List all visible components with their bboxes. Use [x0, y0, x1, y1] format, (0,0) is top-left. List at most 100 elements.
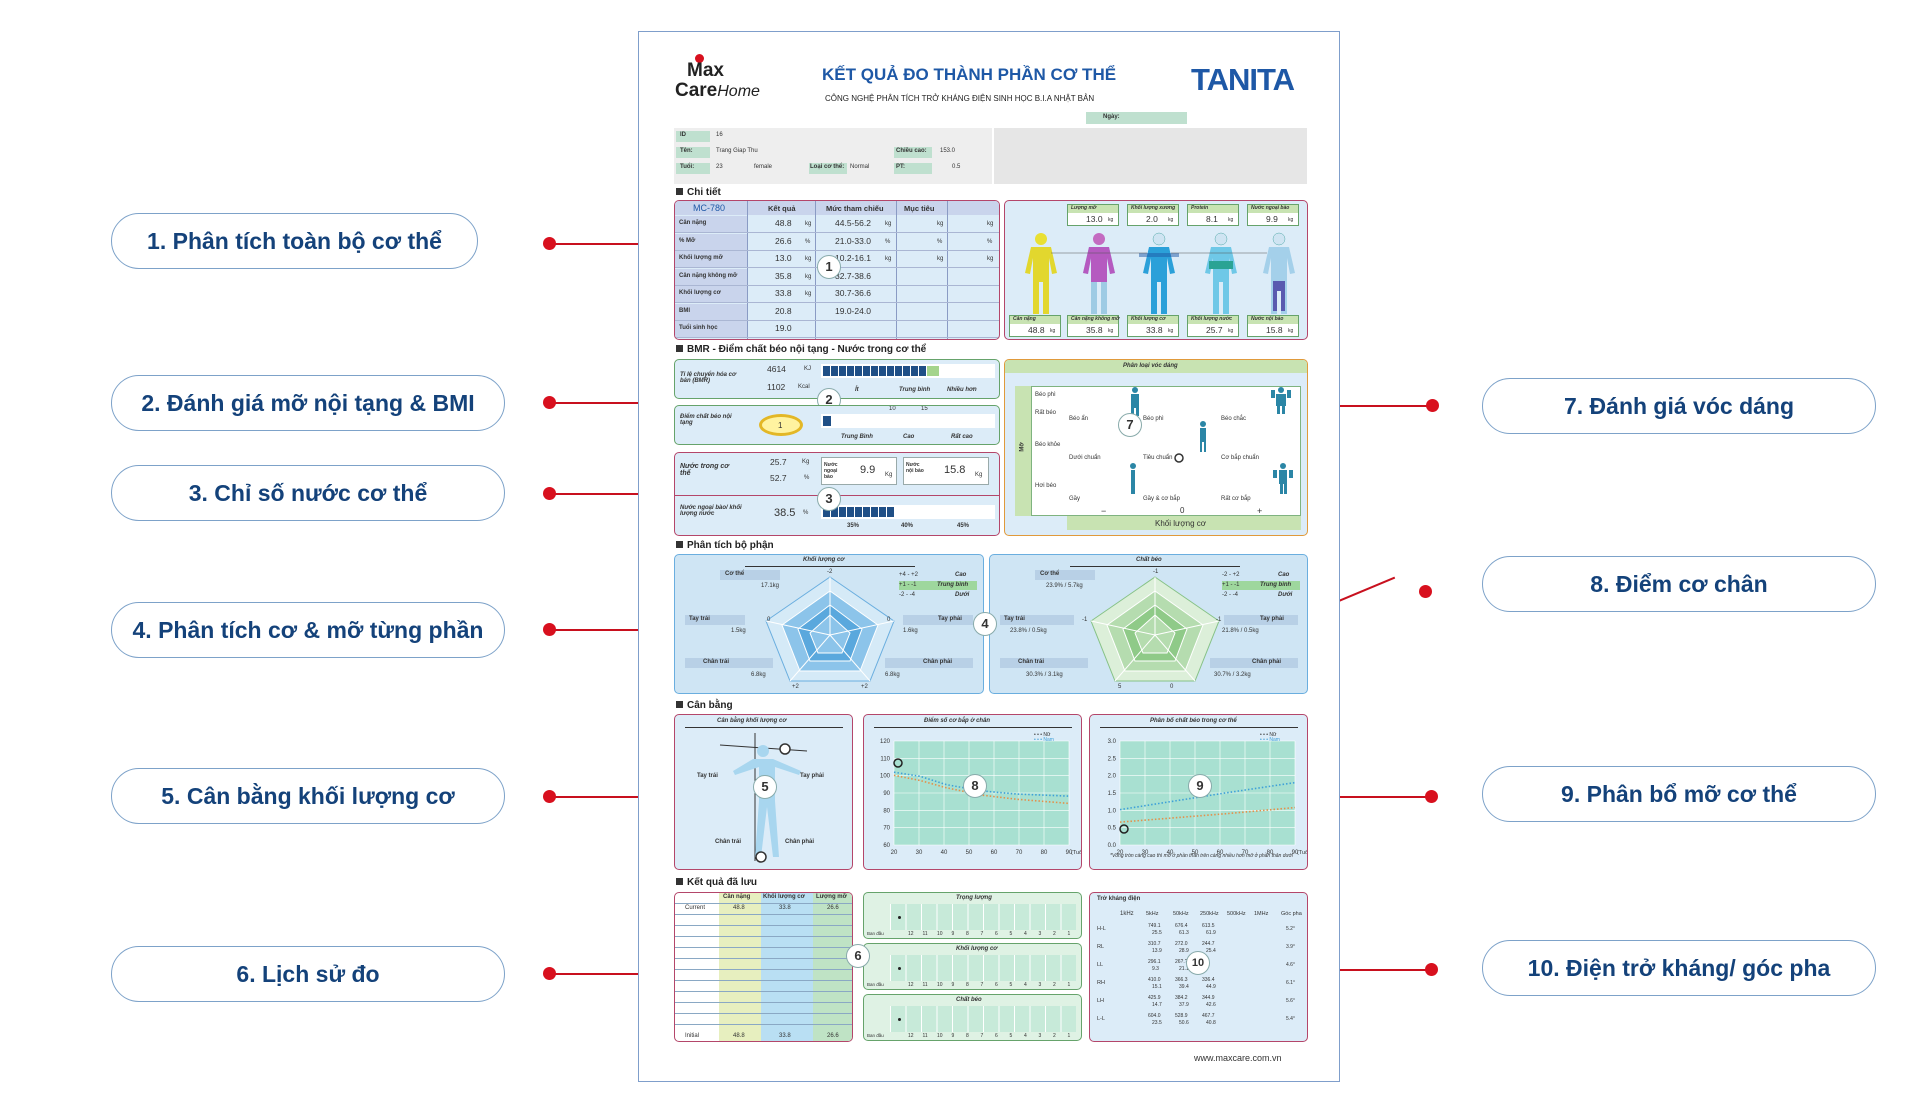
ratio-value: 38.5: [774, 507, 796, 519]
table-row-reference: 30.7-36.6: [835, 288, 871, 298]
impedance-reactance: 39.4: [1179, 984, 1189, 990]
impedance-reactance: 44.9: [1206, 984, 1216, 990]
badge-10: 10: [1186, 951, 1210, 975]
table-row-label: % Mỡ: [679, 237, 696, 244]
table-row-value: 13.0: [775, 253, 792, 263]
female-curve: [1119, 806, 1296, 823]
history-axis-tick: 5: [1009, 982, 1013, 988]
segment-muscle-title: Khối lượng cơ: [803, 557, 845, 563]
connector-dot: [543, 967, 556, 980]
icw-label: Nước nội bào: [906, 462, 924, 474]
gender-value: female: [754, 164, 773, 170]
muscle-right-arm-label: Tay phải: [938, 616, 962, 622]
history-axis-tick: 12: [908, 982, 914, 988]
impedance-phase: 5.4°: [1286, 1016, 1295, 1022]
impedance-value: 244.7: [1202, 941, 1215, 947]
muscle-left-leg-value: 6.8kg: [751, 672, 766, 678]
connector-dot: [543, 396, 556, 409]
height-label: Chiều cao:: [896, 148, 927, 154]
impedance-reactance: 9.3: [1152, 966, 1159, 972]
history-row-line: [675, 1024, 852, 1025]
logo-dot-icon: [695, 54, 704, 63]
ecw-value: 9.9: [860, 464, 876, 476]
figure-thin-icon: [1130, 463, 1136, 494]
history-chart-title: Trọng lượng: [956, 895, 992, 901]
info-box: ID 16 Tên: Trang Giap Thu Tuổi: 23 femal…: [674, 128, 1307, 184]
figure-unit: kg: [1288, 328, 1294, 334]
legend-label: Trung bình: [937, 582, 969, 588]
history-axis-tick: 8: [966, 1033, 969, 1039]
cell-standard-muscle: Cơ bắp chuẩn: [1221, 455, 1259, 461]
muscle-left-arm-label: Tay trái: [689, 616, 710, 622]
cell-very-muscular: Rất cơ bắp: [1221, 496, 1251, 502]
connector-line: [549, 493, 677, 495]
col-divider: [896, 201, 897, 339]
date-label: Ngày:: [1103, 114, 1120, 120]
figure-label: Khối lượng cơ: [1131, 316, 1166, 322]
table-row-value: 19.0: [775, 323, 792, 333]
figure-label-bg: [1248, 316, 1298, 324]
x-unit-label: (Tuổi): [1297, 849, 1308, 856]
bmr-kcal: 1102: [767, 382, 786, 392]
logo-home: Home: [717, 83, 760, 100]
legend-label: Dưới: [1278, 592, 1293, 598]
fat-axis-right: -1: [1216, 617, 1222, 623]
history-row-line: [675, 1013, 852, 1014]
y-tick-label: 0.0: [1108, 843, 1117, 849]
y-tick-label: 120: [880, 739, 891, 745]
history-axis-tick: 12: [908, 931, 914, 937]
ecw-unit: Kg: [885, 472, 893, 478]
female-curve: [893, 774, 1070, 805]
table-row-unit: kg: [805, 291, 812, 297]
logo: Max CareHome: [675, 54, 761, 102]
ratio-tick-40: 40%: [901, 523, 914, 529]
impedance-phase: 4.6°: [1286, 962, 1295, 968]
date-field: Ngày:: [1086, 112, 1187, 124]
history-row-line: [675, 914, 852, 915]
muscle-axis-left: 0: [767, 617, 771, 623]
age-label: Tuổi:: [680, 164, 695, 170]
label-bg: [1224, 615, 1298, 625]
section-history: Kết quả đã lưu: [676, 877, 757, 888]
table-row-extra-unit: kg: [987, 221, 994, 227]
history-axis-tick: 3: [1038, 982, 1042, 988]
figure-unit: kg: [1288, 217, 1294, 223]
visceral-label: Điểm chất béo nội tạng: [680, 414, 732, 426]
table-row-label-bg: [675, 216, 747, 232]
x-tick-label: 30: [1142, 850, 1149, 856]
connector-dot: [543, 487, 556, 500]
row-healthy-fat: Béo khỏe: [1035, 442, 1061, 448]
ratio-unit: %: [803, 510, 809, 516]
label-bg: [1210, 658, 1298, 668]
table-row-line: [675, 302, 999, 303]
leg-score-title: Điểm số cơ bắp ở chân: [924, 718, 991, 724]
segment-muscle-panel: Khối lượng cơ Cơ thể 17.1kg Tay trái 1.5…: [674, 554, 984, 694]
badge-8: 8: [963, 774, 987, 798]
history-axis-tick: 4: [1024, 931, 1027, 937]
muscle-left-arm-value: 1.5kg: [731, 628, 746, 634]
badge-7: 7: [1118, 413, 1142, 437]
figure-label-bg: [1188, 205, 1238, 213]
impedance-reactance: 42.6: [1206, 1002, 1216, 1008]
y-tick-label: 110: [880, 756, 890, 762]
figure-unit: kg: [1050, 328, 1056, 334]
legend-female: • • • Nữ: [1260, 732, 1277, 738]
legend-male: • • • Nam: [1260, 737, 1280, 743]
x-tick-label: 70: [1242, 850, 1249, 856]
male-curve: [893, 771, 1070, 797]
ecw-box: Nước ngoại bào 9.9 Kg: [821, 457, 897, 485]
body-type-x-axis: Khối lượng cơ: [1067, 516, 1301, 530]
badge-1: 1: [817, 255, 841, 279]
legend-female: • • • Nữ: [1034, 732, 1051, 738]
history-axis-tick: 12: [908, 1033, 914, 1039]
impedance-value: 613.5: [1202, 923, 1215, 929]
impedance-row-label: LH: [1097, 998, 1105, 1004]
x-tick-label: 80: [1041, 850, 1048, 856]
visceral-scale-mid: Trung Bình: [841, 434, 873, 440]
figure-value: 13.0: [1086, 214, 1103, 224]
muscle-trunk-value: 17.1kg: [761, 583, 780, 589]
connector-dot: [1425, 790, 1438, 803]
